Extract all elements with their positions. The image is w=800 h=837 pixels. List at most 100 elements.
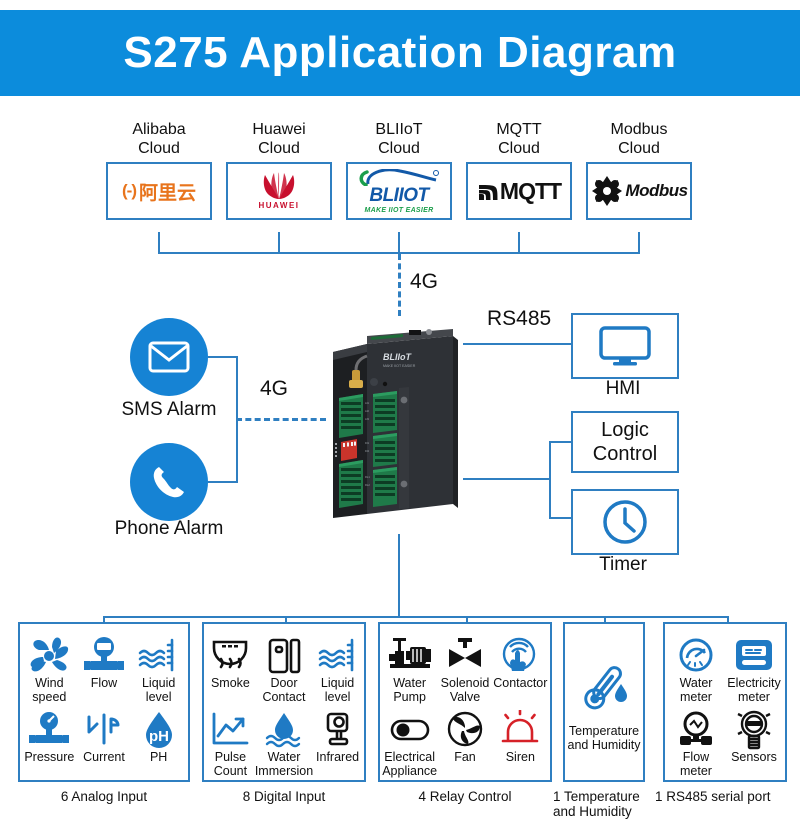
panel-analog-input[interactable]: Wind speed Flow xyxy=(18,622,190,782)
cloud-4g-dashed-link xyxy=(398,254,401,316)
contactor-icon xyxy=(497,630,543,676)
water-immersion-icon xyxy=(263,704,305,750)
panel-rs485-serial[interactable]: Water meter Electricity meter xyxy=(663,622,787,782)
panel-item[interactable]: Water Pump xyxy=(382,630,437,704)
panel-item-label: Flow meter xyxy=(680,750,712,778)
panel-item[interactable]: Temperature and Humidity xyxy=(567,656,641,752)
device-bottom-stub xyxy=(398,534,400,618)
panel-item[interactable]: Infrared xyxy=(313,704,362,778)
monitor-icon xyxy=(599,326,651,366)
cloud-logo-box: BLIIOT MAKE IIOT EASIER xyxy=(346,162,452,220)
cloud-stub-mqtt xyxy=(518,232,520,254)
panel-item-label: Electricity meter xyxy=(727,676,781,704)
panel-item[interactable]: Fan xyxy=(437,704,492,778)
panel-item[interactable]: Liquid level xyxy=(313,630,362,704)
panel-item[interactable]: Siren xyxy=(493,704,548,778)
panel-caption-temperature: 1 Temperature and Humidity xyxy=(553,789,640,819)
cloud-label: MQTT Cloud xyxy=(496,121,542,157)
huawei-logo: HUAWEI xyxy=(253,172,305,210)
panel-item-label: Liquid level xyxy=(141,676,176,704)
edge-label-alarm-4g: 4G xyxy=(260,377,289,400)
cloud-item-modbus[interactable]: Modbus Cloud Modbus xyxy=(586,120,692,220)
timer-label: Timer xyxy=(599,554,647,575)
cloud-logo-box: (-)阿里云 xyxy=(106,162,212,220)
thermometer-humidity-icon xyxy=(576,656,632,718)
panel-item[interactable]: Electricity meter xyxy=(725,630,783,704)
rs485-line xyxy=(463,343,573,345)
panel-item[interactable]: Current xyxy=(77,704,132,778)
panel-item[interactable]: Flow xyxy=(77,630,132,704)
cloud-stub-alibaba xyxy=(158,232,160,254)
phone-alarm-icon-circle[interactable] xyxy=(130,443,208,521)
timer-branch xyxy=(549,517,573,519)
panel-item-label: Water Immersion xyxy=(254,750,314,778)
panel-item[interactable]: Water Immersion xyxy=(255,704,313,778)
panel-item-label: Smoke xyxy=(210,676,250,690)
sensors-icon xyxy=(732,704,776,750)
cloud-item-alibaba[interactable]: Alibaba Cloud (-)阿里云 xyxy=(106,120,212,220)
edge-label-cloud-4g: 4G xyxy=(410,270,439,293)
svg-text:DI1: DI1 xyxy=(365,441,370,445)
liquid-level-icon xyxy=(137,630,181,676)
panel-caption-analog: 6 Analog Input xyxy=(60,789,148,804)
logic-branch xyxy=(549,441,573,443)
electricity-meter-icon xyxy=(732,630,776,676)
ph-icon: pH xyxy=(137,704,181,750)
panel-relay-control[interactable]: Water Pump Solenoid Valve xyxy=(378,622,552,782)
envelope-icon xyxy=(148,341,190,373)
cloud-bus-line xyxy=(158,252,640,254)
panel-item[interactable]: Liquid level xyxy=(131,630,186,704)
alibaba-logo-text: 阿里云 xyxy=(138,182,196,204)
panel-caption-rs485: 1 RS485 serial port xyxy=(655,789,771,804)
panel-item-label: Fan xyxy=(454,750,476,764)
panel-item[interactable]: Pulse Count xyxy=(206,704,255,778)
panel-item[interactable]: Flow meter xyxy=(667,704,725,778)
svg-text:AI2: AI2 xyxy=(365,409,369,413)
panel-item[interactable]: pH PH xyxy=(131,704,186,778)
cloud-logo-box: Modbus xyxy=(586,162,692,220)
cloud-item-mqtt[interactable]: MQTT Cloud MQTT xyxy=(466,120,572,220)
bliiot-logo-tagline: MAKE IIOT EASIER xyxy=(364,206,434,214)
sms-alarm-icon-circle[interactable] xyxy=(130,318,208,396)
liquid-level-icon xyxy=(317,630,359,676)
panel-item[interactable]: Pressure xyxy=(22,704,77,778)
panel-item-label: PH xyxy=(149,750,168,764)
water-pump-icon xyxy=(387,630,433,676)
modbus-logo-text: Modbus xyxy=(625,181,688,200)
panel-item[interactable]: Electrical Appliance xyxy=(382,704,437,778)
svg-text:RL1: RL1 xyxy=(365,475,370,479)
panel-item-label: Water Pump xyxy=(393,676,427,704)
logic-timer-bracket xyxy=(549,441,551,519)
panel-item-label: Infrared xyxy=(316,750,360,764)
panel-item[interactable]: Smoke xyxy=(206,630,255,704)
cloud-stub-bliiot xyxy=(398,232,400,254)
timer-box[interactable] xyxy=(571,489,679,555)
panel-digital-input[interactable]: Smoke Door Contact xyxy=(202,622,366,782)
panel-item[interactable]: Sensors xyxy=(725,704,783,778)
hmi-box[interactable] xyxy=(571,313,679,379)
clock-icon xyxy=(603,500,647,544)
panel-item[interactable]: Contactor xyxy=(493,630,548,704)
cloud-logo-box: MQTT xyxy=(466,162,572,220)
door-contact-icon xyxy=(263,630,305,676)
logic-control-box[interactable]: Logic Control xyxy=(571,411,679,473)
panel-item-label: Solenoid Valve xyxy=(440,676,490,704)
page-header: S275 Application Diagram xyxy=(0,10,800,96)
cloud-item-huawei[interactable]: Huawei Cloud HUAWEI xyxy=(226,120,332,220)
panel-item[interactable]: Wind speed xyxy=(22,630,77,704)
panel-temperature-humidity[interactable]: Temperature and Humidity xyxy=(563,622,645,782)
smoke-detector-icon xyxy=(209,630,251,676)
panel-item[interactable]: Door Contact xyxy=(255,630,313,704)
alibaba-cloud-logo: (-)阿里云 xyxy=(122,178,196,205)
panel-item-label: Flow xyxy=(90,676,118,690)
panel-item[interactable]: Solenoid Valve xyxy=(437,630,492,704)
panel-item[interactable]: Water meter xyxy=(667,630,725,704)
panel-item-label: Liquid level xyxy=(320,676,355,704)
cloud-item-bliiot[interactable]: BLIIoT Cloud BLIIOT MAKE IIOT EASIER xyxy=(346,120,452,220)
logic-timer-trunk xyxy=(463,478,551,480)
panel-item-label: Water meter xyxy=(679,676,713,704)
cloud-label: Modbus Cloud xyxy=(610,121,668,157)
fan-icon xyxy=(442,704,488,750)
panel-item-label: Door Contact xyxy=(262,676,306,704)
s275-device-image: BLIIoT MAKE IIOT EASIER xyxy=(325,318,465,532)
